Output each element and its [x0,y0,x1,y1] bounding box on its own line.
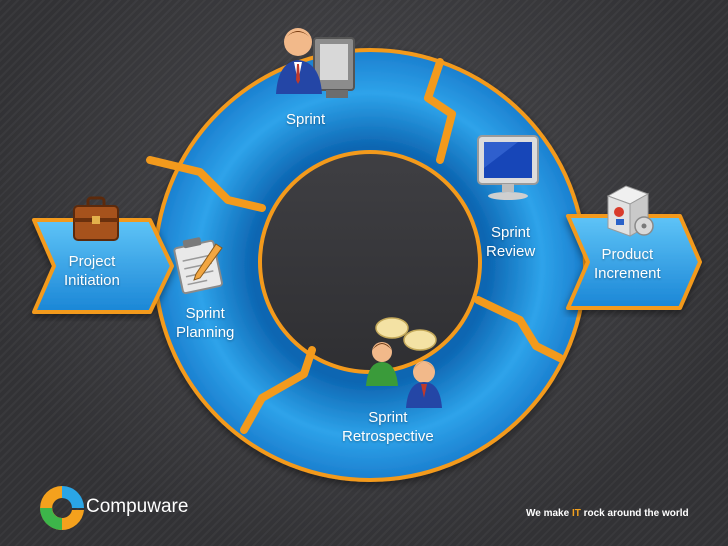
ring-inner-hole [258,150,482,374]
sprint-retrospective-label: Sprint Retrospective [342,409,434,445]
product-increment-arrow [566,214,702,310]
project-initiation-label: Project Initiation [64,253,120,289]
compuware-logo: Compuware [38,484,198,534]
product-increment-label: Product Increment [594,246,661,282]
compuware-logo-icon [40,486,84,530]
divider-right [474,296,564,362]
brand-name: Compuware [86,496,189,517]
clipboard-icon [173,237,223,295]
divider-bottom [240,346,316,434]
sprint-planning-label: Sprint Planning [176,305,235,341]
monitor-icon [477,135,539,200]
divider-top-right [424,58,456,164]
ring-dividers [146,58,564,434]
person-at-computer-icon [276,28,355,98]
project-initiation-arrow [32,218,174,314]
sprint-review-label: Sprint Review [486,224,536,260]
sprint-label: Sprint [286,111,326,128]
two-people-talking-icon [366,317,442,408]
divider-left [146,156,266,212]
product-box-icon [606,185,654,237]
tagline: We make IT rock around the world [526,508,689,519]
briefcase-icon [73,196,119,241]
